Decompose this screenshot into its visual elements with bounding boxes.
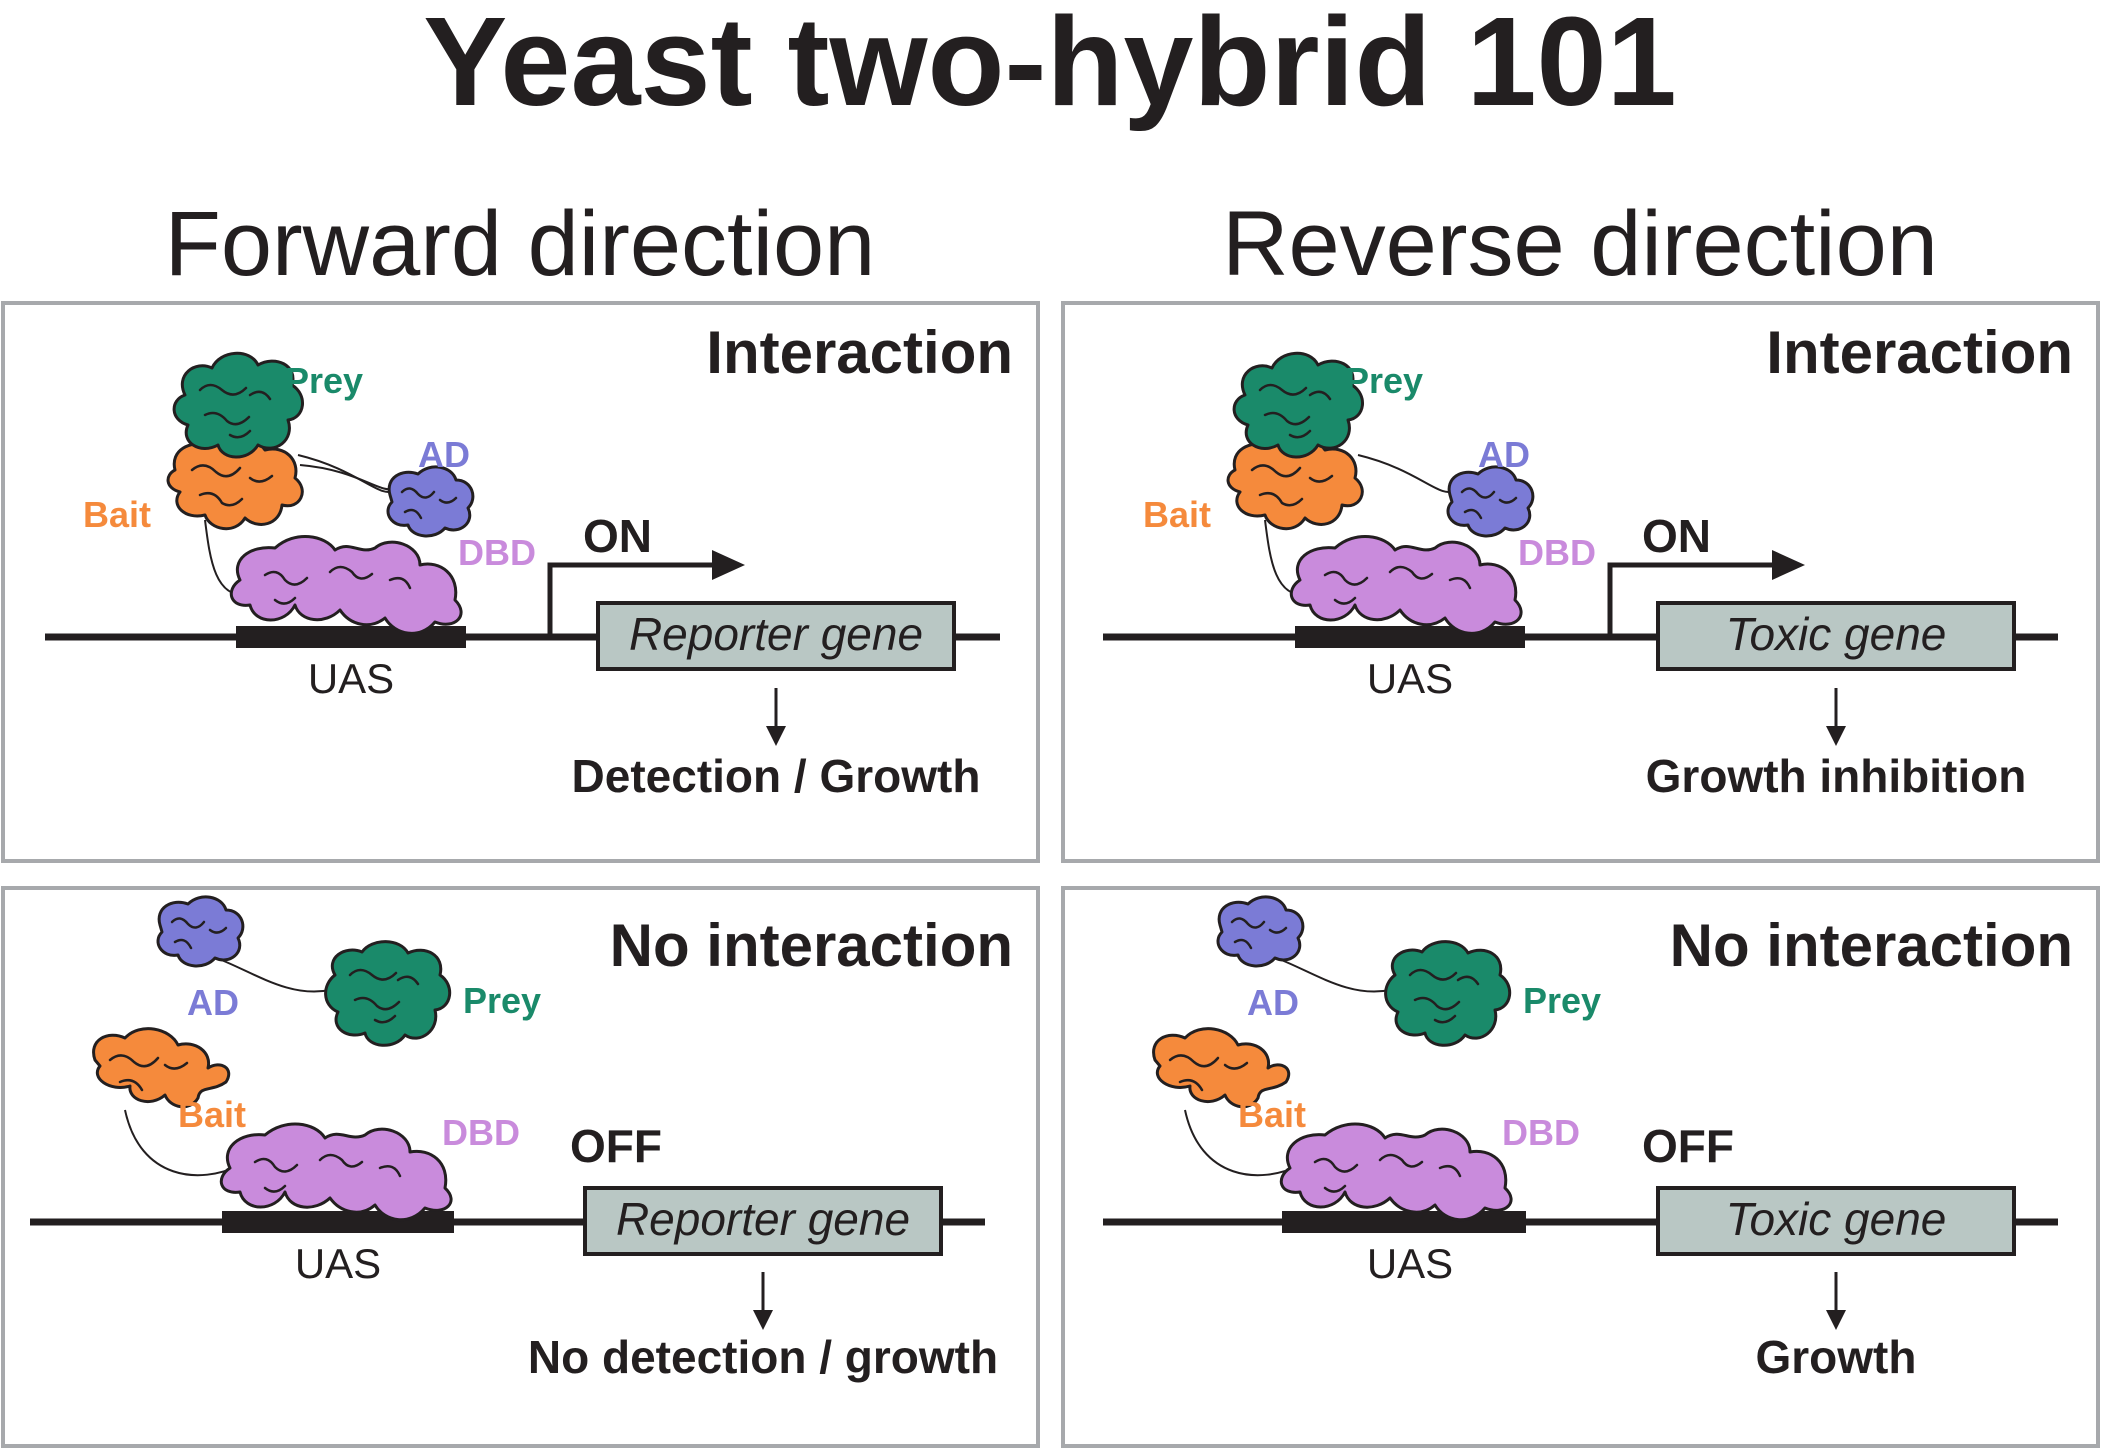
column-heading-forward: Forward direction [165,193,876,295]
gene-box [596,601,956,671]
column-reverse: Reverse direction Interaction UAS ON Tox… [1061,193,2100,1448]
panel-frame [1,301,1040,863]
arrow-tip-icon [1772,550,1805,580]
panel-state-label: Interaction [1766,319,2073,386]
down-arrow-tip-icon [766,726,786,746]
panel-forward-interaction: Interaction UAS ON Reporter gene Detecti… [1,301,1040,863]
gene-label: Reporter gene [629,608,923,660]
arrow-tip-icon [712,550,745,580]
dbd-label: DBD [442,1112,520,1153]
bait-label: Bait [83,494,151,535]
dbd-protein-icon [229,534,463,635]
down-arrow-tip-icon [1826,726,1846,746]
ad-protein-icon [156,895,245,968]
prey-label: Prey [285,360,363,401]
gene-label: Toxic gene [1726,608,1947,660]
bait-protein-icon [92,1027,231,1109]
panel-forward-no-interaction: No interaction UAS OFF Reporter gene No … [1,886,1040,1448]
gene-label: Toxic gene [1726,1193,1947,1245]
dbd-protein-icon [1289,534,1523,635]
tether [1357,454,1456,493]
bait-label: Bait [1143,494,1211,535]
column-forward: Forward direction Interaction UAS ON Rep… [1,193,1040,1448]
prey-protein-icon [1384,940,1511,1047]
uas-element [236,626,466,648]
panel-state-label: No interaction [1670,912,2073,979]
panel-reverse-no-interaction: No interaction UAS OFF Toxic gene Growth [1061,886,2100,1448]
prey-label: Prey [1523,980,1601,1021]
down-arrow-tip-icon [753,1310,773,1330]
gene-label: Reporter gene [616,1193,910,1245]
gene-box [1656,601,2016,671]
prey-protein-icon [324,940,451,1047]
ad-label: AD [418,434,470,475]
down-arrow-tip-icon [1826,1310,1846,1330]
prey-label: Prey [1345,360,1423,401]
gene-box [583,1186,943,1256]
ad-protein-icon [1446,465,1535,538]
panel-state-label: Interaction [706,319,1013,386]
figure-title: Yeast two-hybrid 101 [423,0,1676,132]
uas-label: UAS [1367,1240,1453,1287]
gene-box [1656,1186,2016,1256]
bait-protein-icon [1152,1027,1291,1109]
uas-label: UAS [1367,655,1453,702]
outcome-label: Growth inhibition [1646,750,2027,802]
ad-protein-icon [1216,895,1305,968]
uas-label: UAS [295,1240,381,1287]
ad-label: AD [1247,982,1299,1023]
ad-protein-icon [386,465,475,538]
column-heading-reverse: Reverse direction [1222,193,1938,295]
panel-frame [1061,301,2100,863]
dbd-protein-icon [1279,1122,1513,1222]
panel-reverse-interaction: Interaction UAS ON Toxic gene Growth inh… [1061,301,2100,863]
switch-label: OFF [1642,1120,1734,1172]
switch-label: ON [583,510,652,562]
switch-label: OFF [570,1120,662,1172]
dbd-protein-icon [219,1122,453,1222]
dbd-label: DBD [1518,532,1596,573]
panel-frame [1061,886,2100,1448]
prey-protein-icon [172,351,304,459]
prey-protein-icon [1232,351,1364,459]
outcome-label: No detection / growth [528,1331,998,1383]
uas-label: UAS [308,655,394,702]
dbd-label: DBD [1502,1112,1580,1153]
ad-label: AD [1478,434,1530,475]
prey-label: Prey [463,980,541,1021]
promoter-arrow-icon [1607,562,1780,637]
uas-element [1282,1211,1526,1233]
tether [299,464,396,491]
bait-label: Bait [178,1094,246,1135]
panel-frame [1,886,1040,1448]
dbd-label: DBD [458,532,536,573]
panel-state-label: No interaction [610,912,1013,979]
switch-label: ON [1642,510,1711,562]
promoter-arrow-icon [547,560,722,637]
outcome-label: Growth [1756,1331,1917,1383]
ad-label: AD [187,982,239,1023]
bait-label: Bait [1238,1094,1306,1135]
uas-element [1295,626,1525,648]
outcome-label: Detection / Growth [572,750,981,802]
